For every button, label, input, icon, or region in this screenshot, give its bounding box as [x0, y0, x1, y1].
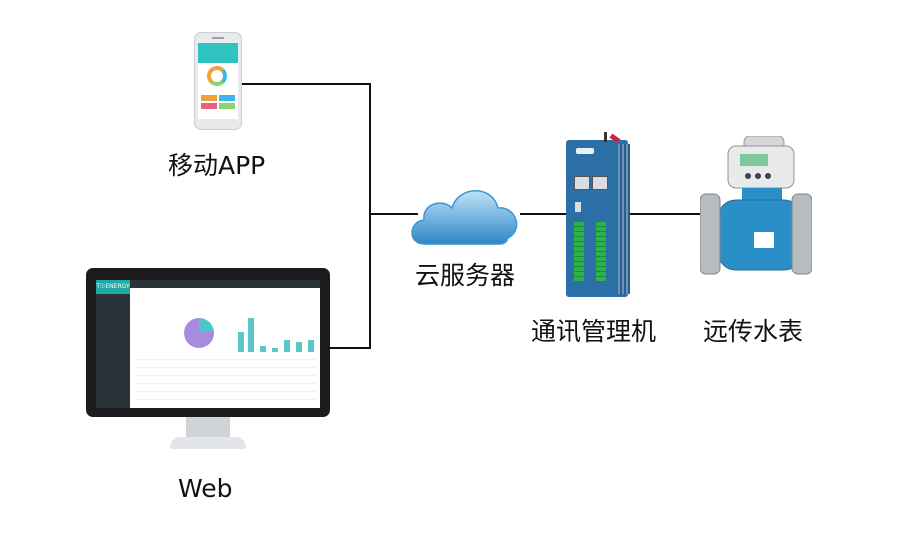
phone-app-header: [198, 43, 238, 63]
terminal-block: [596, 222, 606, 282]
flow-meter-icon: [700, 136, 812, 275]
gateway-device-image: [566, 132, 630, 297]
web-table: [136, 352, 316, 404]
monitor-stand-neck: [186, 417, 230, 439]
phone-tile: [219, 103, 235, 109]
web-bar: [308, 340, 314, 352]
web-bar: [260, 346, 266, 352]
web-bar: [238, 332, 244, 352]
app-web-link: [240, 83, 371, 349]
web-bar: [248, 318, 254, 352]
ethernet-port: [574, 176, 590, 190]
monitor-screen: T☉ENERGY: [96, 280, 320, 408]
terminal-block: [574, 222, 584, 282]
gateway-antenna: [604, 132, 607, 142]
meter-label: 远传水表: [703, 317, 804, 346]
web-sidebar: [96, 280, 130, 408]
phone-speaker: [212, 37, 224, 39]
web-monitor-image: T☉ENERGY: [86, 268, 330, 417]
cloud-icon: [411, 190, 518, 245]
phone-screen: [198, 43, 238, 119]
mobile-app-label: 移动APP: [168, 151, 266, 180]
phone-tile: [201, 103, 217, 109]
web-brand-logo: T☉ENERGY: [96, 280, 130, 294]
web-bar: [296, 342, 302, 352]
monitor-stand-base: [170, 437, 246, 449]
web-topbar: [130, 280, 320, 288]
phone-donut-chart: [207, 66, 227, 86]
gateway-logo: [576, 148, 594, 154]
mobile-phone-image: [194, 32, 242, 130]
cloud-server-label: 云服务器: [415, 261, 516, 290]
web-label: Web: [178, 474, 233, 503]
web-bar: [284, 340, 290, 352]
gateway-label: 通讯管理机: [531, 317, 657, 346]
usb-port: [575, 202, 581, 212]
web-bar: [272, 348, 278, 352]
gateway-heatsink: [618, 144, 630, 294]
phone-tile: [201, 95, 217, 101]
web-pie-chart: [184, 318, 214, 348]
phone-tile: [219, 95, 235, 101]
ethernet-port: [592, 176, 608, 190]
